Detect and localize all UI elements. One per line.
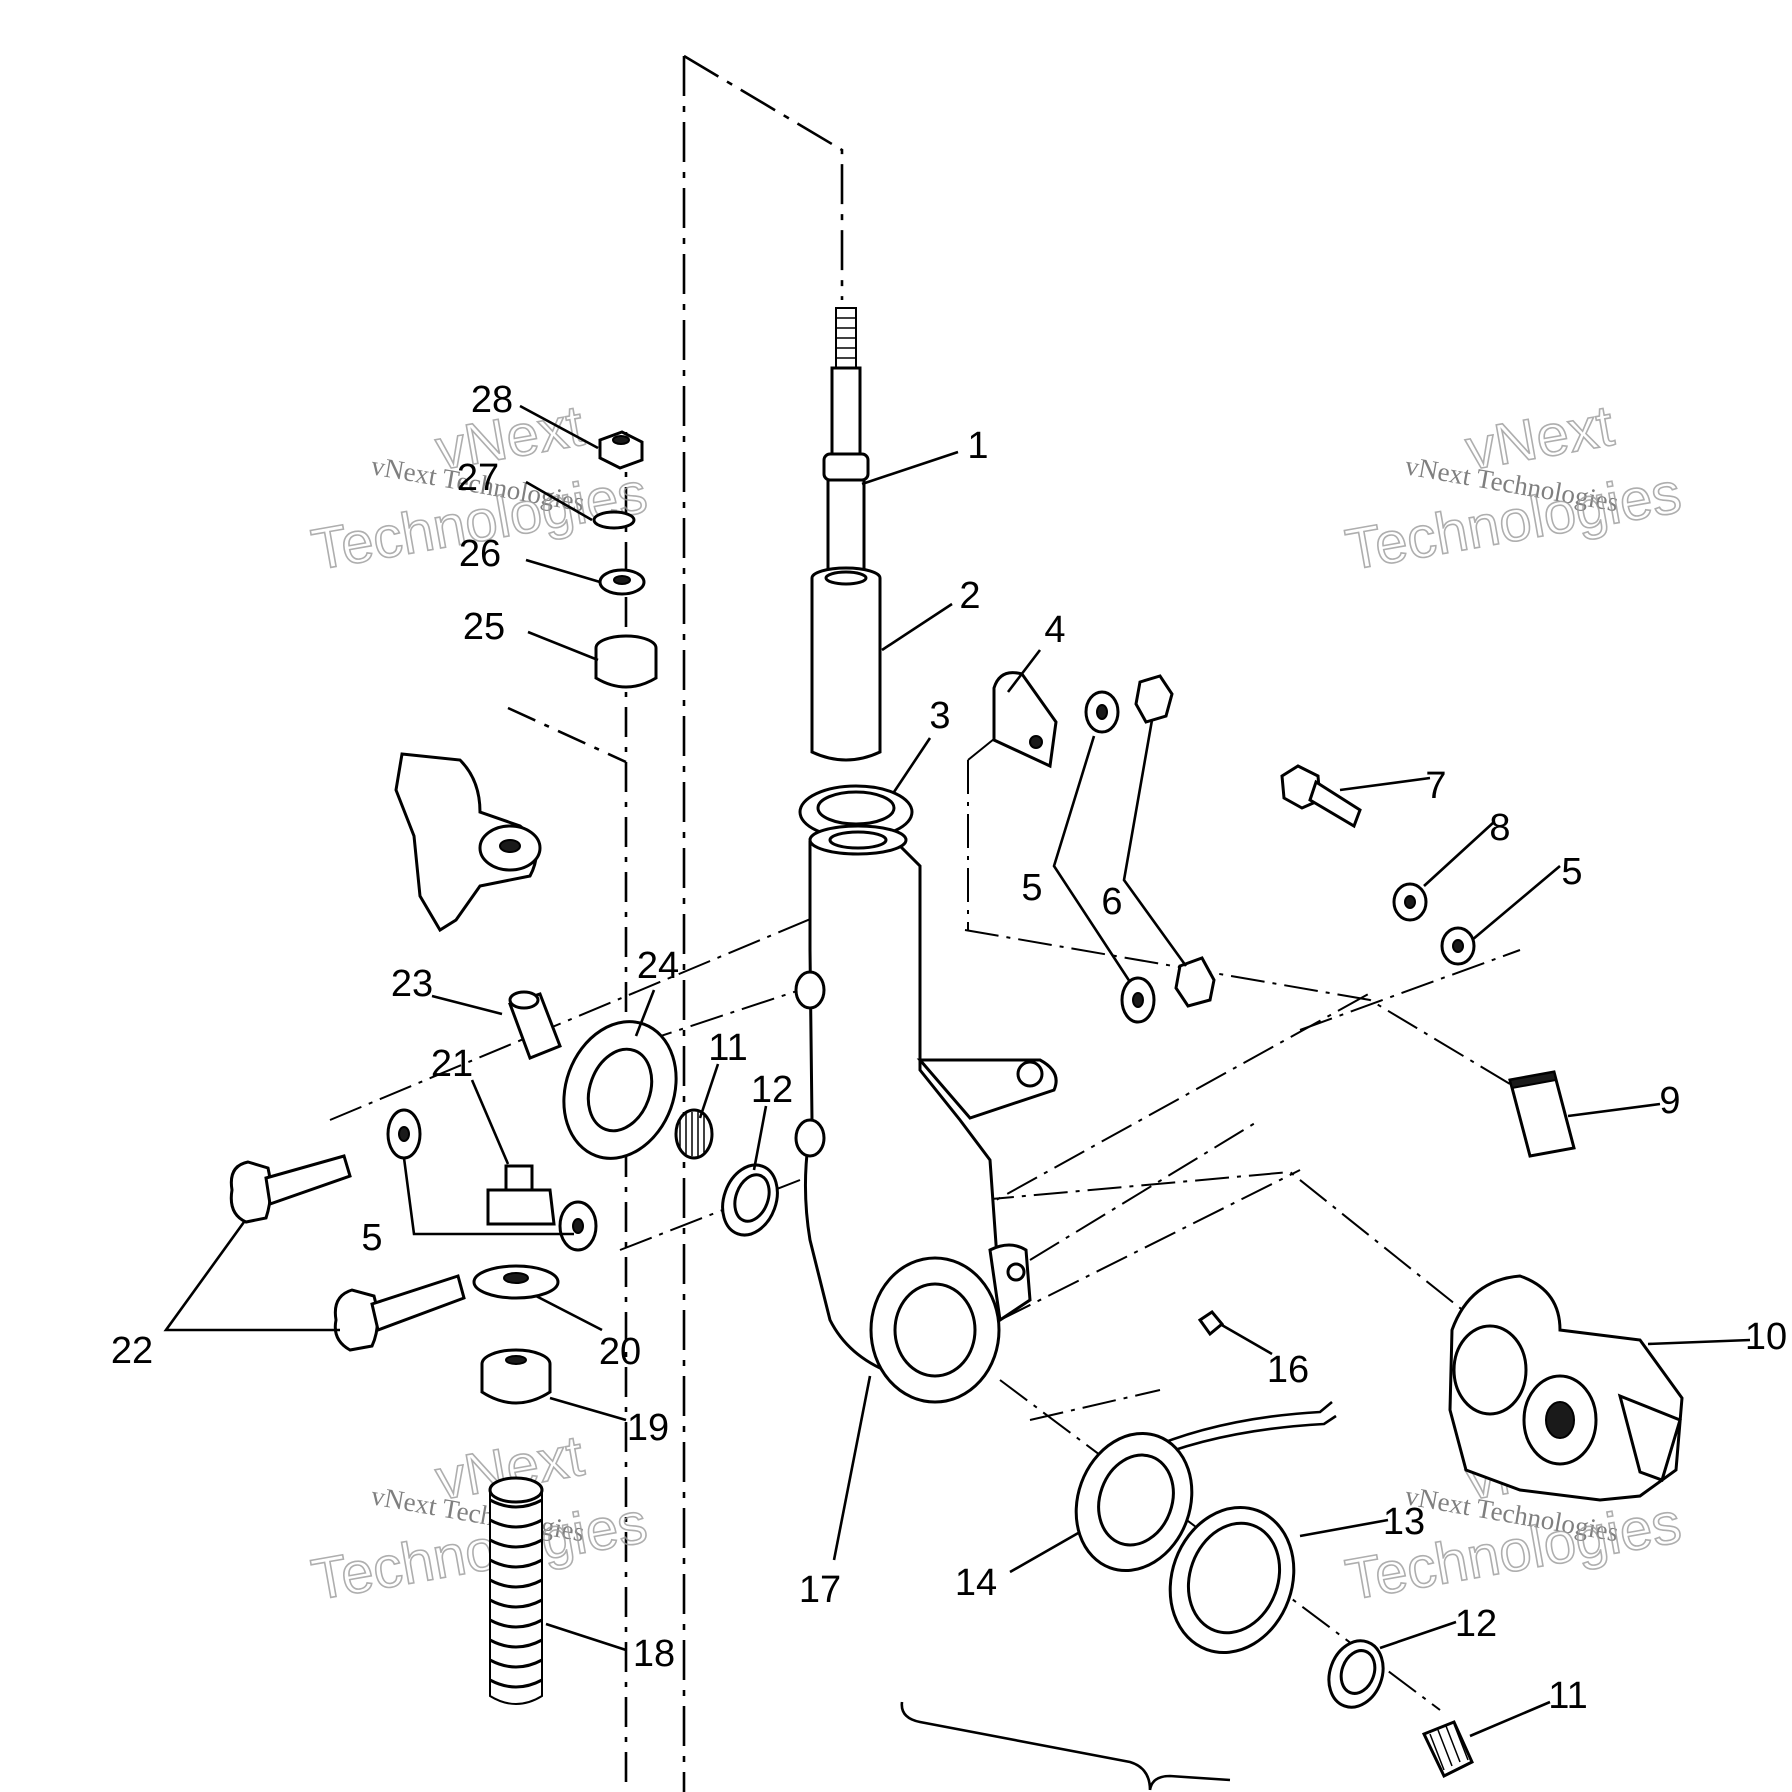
- part-1-strut-shaft: [822, 307, 870, 582]
- callout-c13: 13: [1383, 1501, 1425, 1543]
- part-11-needle-bearing-upper: [674, 1108, 714, 1160]
- callout-c9: 9: [1659, 1080, 1680, 1122]
- callout-c2: 2: [959, 575, 980, 617]
- callout-c17: 17: [799, 1569, 841, 1611]
- part-11-needle-bearing-lower: [1421, 1720, 1474, 1779]
- watermark-bottom-left: vNext Technologies vNext Technologies: [306, 1422, 652, 1613]
- callout-c23: 23: [391, 963, 433, 1005]
- callout-c3: 3: [929, 695, 950, 737]
- part-5-washer-left-lower: [558, 1200, 598, 1252]
- part-16-fitting: [1197, 1310, 1225, 1337]
- watermark-top-right: vNext Technologies vNext Technologies: [1340, 392, 1686, 583]
- callout-c8: 8: [1489, 807, 1510, 849]
- part-23-grease-fitting: [508, 990, 562, 1060]
- callout-c4: 4: [1044, 609, 1065, 651]
- callout-c25: 25: [463, 606, 505, 648]
- part-3-seal-ring: [798, 784, 914, 840]
- part-5-washer-upper: [1084, 690, 1120, 734]
- callout-c11a: 11: [708, 1027, 747, 1069]
- part-19-bushing: [480, 1348, 552, 1405]
- part-13-bearing-race: [1168, 1505, 1296, 1655]
- callout-c21: 21: [431, 1043, 473, 1085]
- part-7-bolt: [1280, 764, 1362, 829]
- part-18-coil-spring: [488, 1476, 544, 1705]
- part-21-jam-nut: [486, 1164, 556, 1226]
- watermark-big-line1: vNext: [1461, 393, 1618, 483]
- part-25-bushing: [594, 634, 658, 689]
- part-24-seal: [562, 1020, 678, 1160]
- callout-c11b: 11: [1548, 1675, 1587, 1717]
- callout-c22: 22: [111, 1330, 153, 1372]
- callout-c6: 6: [1101, 881, 1122, 923]
- part-22-bolt-upper: [229, 1154, 352, 1224]
- part-28-lock-nut: [598, 430, 644, 470]
- part-10-brake-caliper: [1448, 1274, 1684, 1502]
- callout-c10: 10: [1745, 1316, 1787, 1358]
- callout-c12a: 12: [751, 1069, 793, 1111]
- callout-c12b: 12: [1455, 1603, 1497, 1645]
- callout-c24: 24: [637, 945, 679, 987]
- bottom-brace: [900, 1701, 1231, 1791]
- callout-c18: 18: [633, 1633, 675, 1675]
- strut-upper-mount: [394, 752, 542, 933]
- callout-c5a: 5: [1021, 867, 1042, 909]
- part-6-nut-lower: [1174, 956, 1216, 1008]
- part-4-clamp-bracket: [992, 671, 1058, 769]
- part-12-bushing-lower: [1327, 1639, 1385, 1709]
- callout-c19: 19: [627, 1407, 669, 1449]
- callout-c26: 26: [459, 533, 501, 575]
- callout-leader-lines: [163, 404, 1751, 1738]
- part-9-brake-pad: [1508, 1070, 1576, 1158]
- part-17-spindle-knuckle: [794, 824, 1058, 1404]
- part-20-washer: [472, 1264, 560, 1300]
- callout-c20: 20: [599, 1331, 641, 1373]
- part-22-bolt-lower: [333, 1274, 466, 1352]
- callout-c16: 16: [1267, 1349, 1309, 1391]
- callout-c7: 7: [1425, 765, 1446, 807]
- callout-c5c: 5: [361, 1217, 382, 1259]
- part-2-damper-body: [810, 566, 882, 762]
- part-5-washer-right: [1440, 926, 1476, 966]
- part-5-washer-left-upper: [386, 1108, 422, 1160]
- part-8-lock-washer: [1392, 882, 1428, 922]
- callout-c28: 28: [471, 379, 513, 421]
- callout-c5b: 5: [1561, 851, 1582, 893]
- callout-c14: 14: [955, 1562, 997, 1604]
- part-5-washer-lower: [1120, 976, 1156, 1024]
- part-26-washer: [598, 568, 646, 596]
- callout-c27: 27: [457, 457, 499, 499]
- callout-c1: 1: [967, 425, 988, 467]
- part-6-nut-upper: [1134, 674, 1174, 724]
- part-27-washer: [592, 510, 636, 530]
- part-14-dust-seal: [1074, 1431, 1194, 1573]
- part-12-bushing-upper: [721, 1163, 779, 1237]
